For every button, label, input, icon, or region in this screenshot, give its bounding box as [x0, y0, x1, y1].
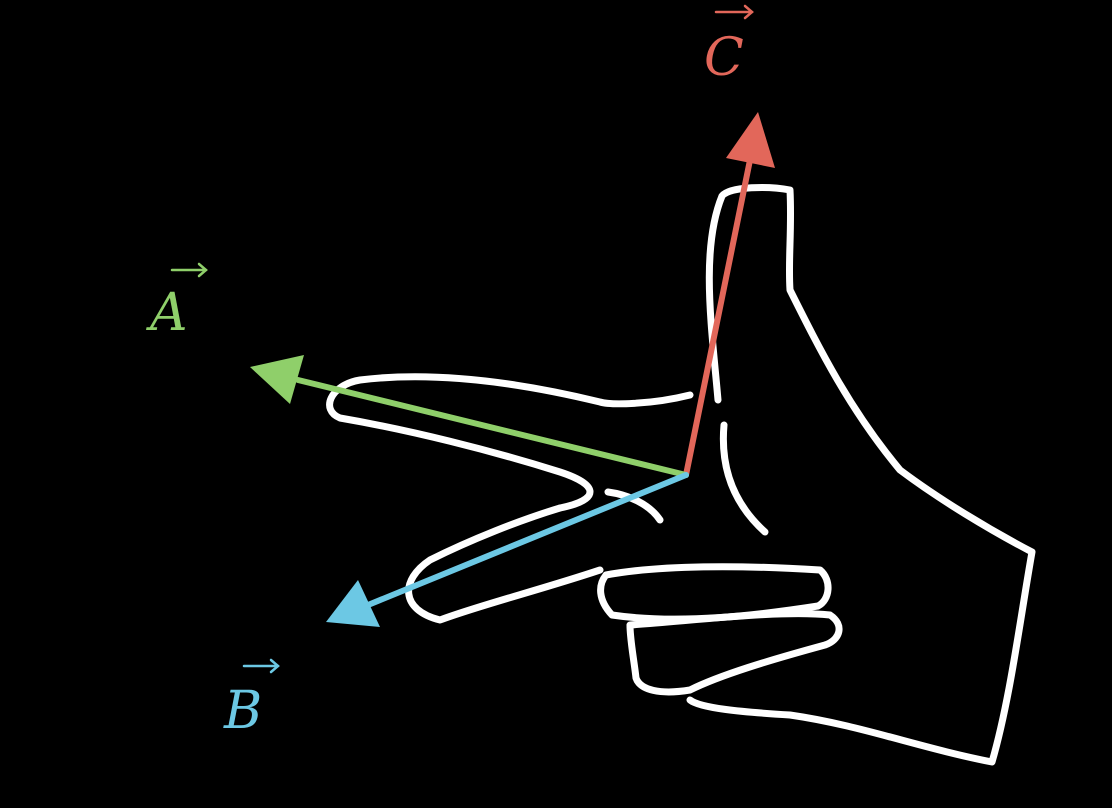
- vector-b-shaft: [365, 472, 689, 608]
- hand-outline: [326, 184, 1036, 766]
- pinky-finger-outline: [626, 610, 843, 696]
- vector-a-arrowhead: [250, 355, 304, 404]
- vector-c: [683, 112, 775, 478]
- vector-b-arrowhead: [326, 580, 380, 627]
- label-b-arrow-head: [269, 658, 280, 674]
- palm-crease-thumb: [719, 421, 769, 536]
- vector-c-arrowhead: [726, 112, 775, 168]
- palm-crease-fingers: [604, 488, 664, 524]
- label-a-arrow-head: [197, 262, 208, 278]
- label-c: C: [704, 4, 754, 88]
- label-c-arrow-head: [743, 4, 754, 20]
- ring-finger-outline: [597, 563, 832, 623]
- thumb-outline: [686, 184, 1036, 766]
- vector-a: [250, 355, 689, 478]
- vector-a-shaft: [295, 377, 689, 478]
- vector-c-shaft: [683, 157, 753, 478]
- label-b: B: [223, 658, 280, 741]
- label-a-text: A: [146, 283, 188, 343]
- label-a: A: [146, 262, 208, 343]
- vector-b: [326, 472, 689, 627]
- middle-finger-outline: [405, 504, 604, 624]
- index-finger-outline: [326, 373, 694, 512]
- label-b-text: B: [223, 681, 262, 741]
- label-c-text: C: [704, 28, 744, 88]
